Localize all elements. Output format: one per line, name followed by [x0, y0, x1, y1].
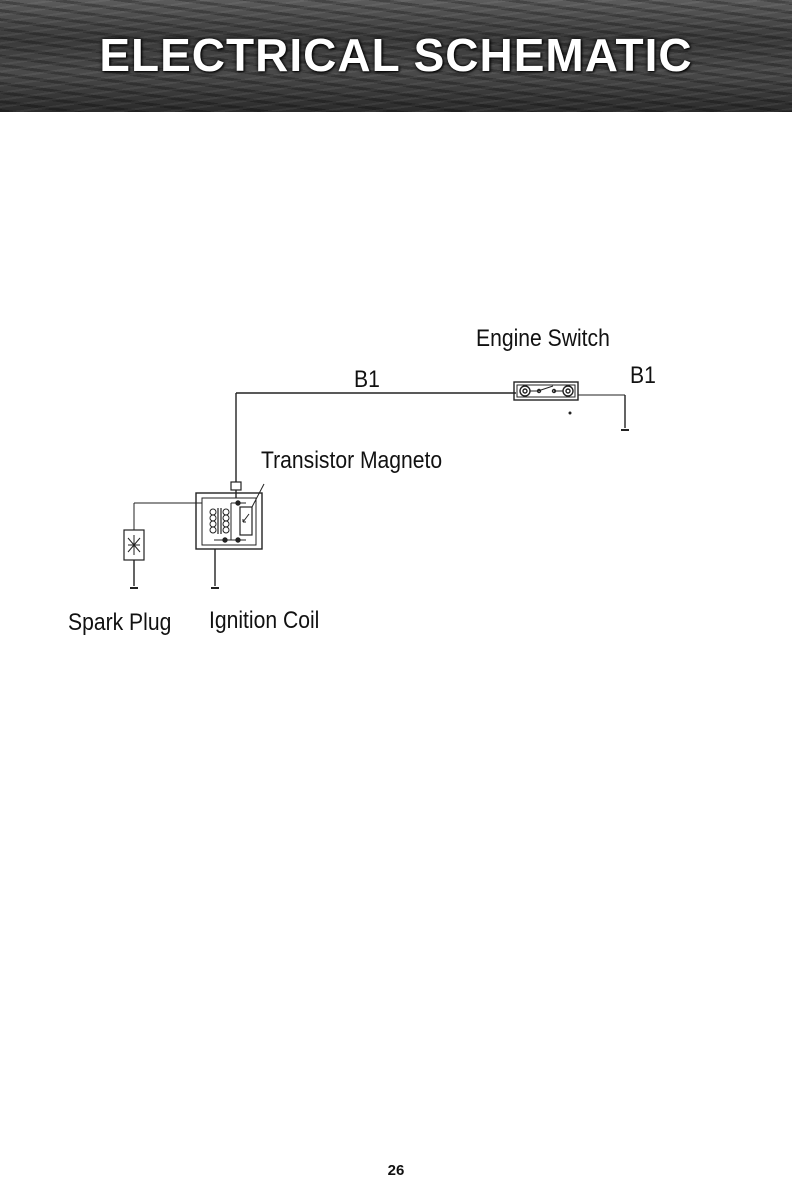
label-wire-b1-main: B1	[354, 366, 380, 393]
page-number: 26	[387, 1162, 405, 1179]
label-engine-switch: Engine Switch	[476, 325, 610, 352]
spark-plug-symbol	[123, 529, 145, 561]
magneto-block-symbol	[195, 492, 263, 550]
magneto-connector	[230, 481, 242, 491]
label-transistor-magneto: Transistor Magneto	[261, 447, 443, 474]
header-banner: ELECTRICAL SCHEMATIC	[0, 0, 792, 112]
engine-switch-symbol	[513, 381, 579, 401]
magneto-leader-line	[251, 483, 265, 508]
page-title: ELECTRICAL SCHEMATIC	[99, 29, 693, 81]
label-spark-plug: Spark Plug	[68, 609, 172, 636]
label-wire-b1-right: B1	[630, 362, 656, 389]
label-ignition-coil: Ignition Coil	[209, 607, 320, 634]
